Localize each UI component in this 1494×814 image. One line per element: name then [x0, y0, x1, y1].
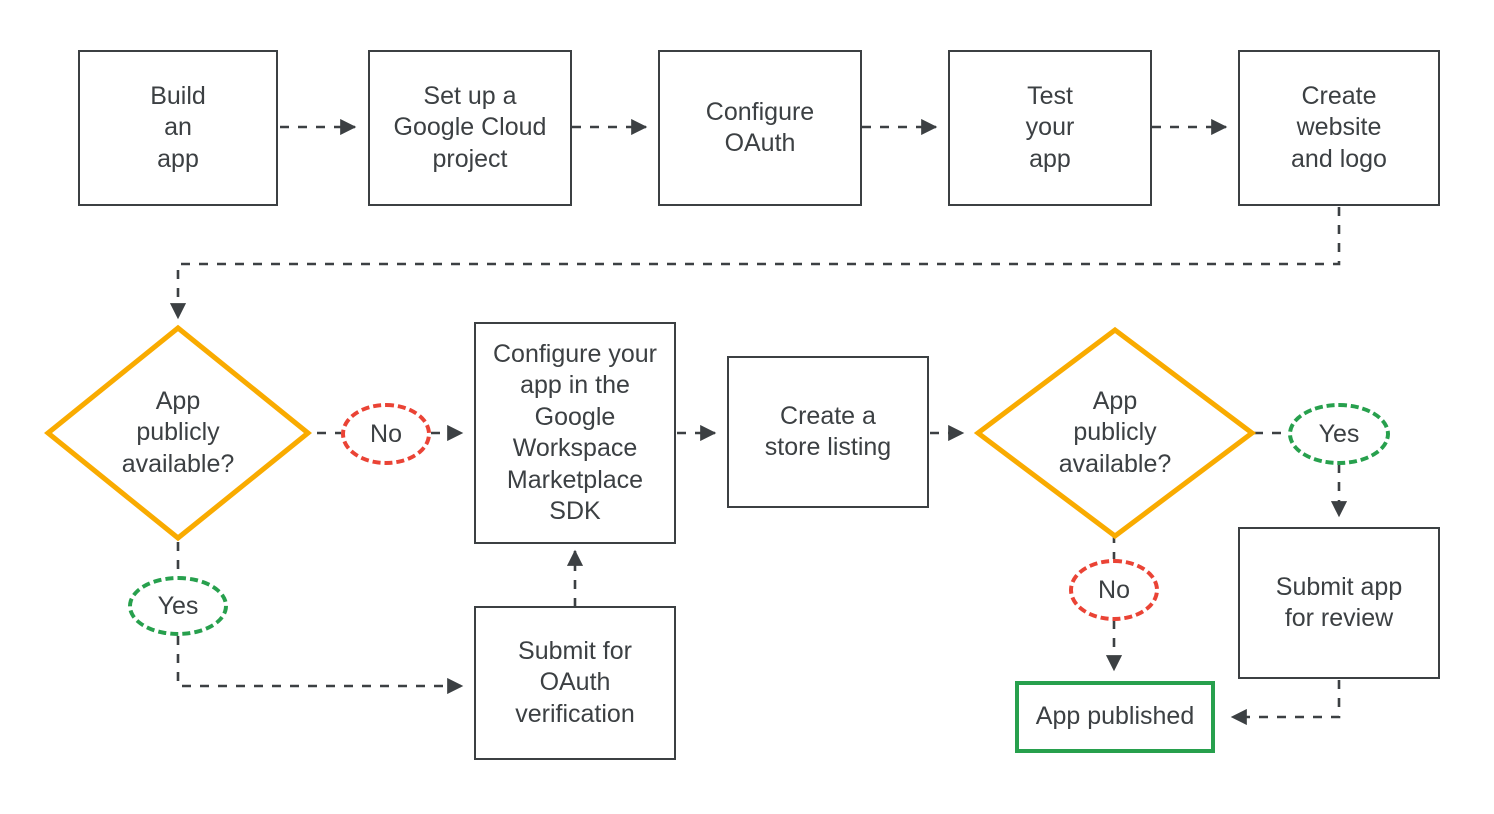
edge-submit-review-to-app-published: [1230, 680, 1341, 726]
node-label: App published: [1035, 702, 1195, 731]
node-label: Set up a Google Cloud project: [393, 81, 547, 173]
node-label: App publicly available?: [121, 386, 235, 478]
node-configure-oauth[interactable]: Configure OAuth: [658, 50, 862, 206]
edge-label-no-2: No: [1069, 559, 1159, 621]
edge-label-text: No: [370, 419, 402, 448]
edge-label-no-1: No: [341, 403, 431, 465]
node-label: Submit for OAuth verification: [515, 636, 635, 728]
node-label: Create a store listing: [764, 401, 892, 462]
node-label: Configure your app in the Google Workspa…: [493, 339, 657, 526]
edge-yes-label-to-submit-oauth: [176, 636, 464, 695]
node-label: Submit app for review: [1275, 572, 1403, 633]
node-submit-app-for-review[interactable]: Submit app for review: [1238, 527, 1440, 679]
node-decision-app-publicly-available-2[interactable]: App publicly available?: [974, 326, 1256, 540]
diamond-shape: [974, 326, 1256, 540]
node-label: Build an app: [150, 81, 206, 173]
node-label: App publicly available?: [1058, 386, 1172, 478]
yes-ellipse: [1288, 403, 1390, 465]
node-configure-app-marketplace-sdk[interactable]: Configure your app in the Google Workspa…: [474, 322, 676, 544]
no-ellipse: [1069, 559, 1159, 621]
edge-label-yes-2: Yes: [1288, 403, 1390, 465]
node-app-published[interactable]: App published: [1015, 681, 1215, 753]
edge-website-to-decision1: [169, 207, 1341, 320]
node-label: Configure OAuth: [705, 97, 815, 158]
edge-label-text: No: [1098, 575, 1130, 604]
node-create-store-listing[interactable]: Create a store listing: [727, 356, 929, 508]
node-label: Create website and logo: [1291, 81, 1387, 173]
node-submit-oauth-verification[interactable]: Submit for OAuth verification: [474, 606, 676, 760]
no-ellipse: [341, 403, 431, 465]
node-decision-app-publicly-available-1[interactable]: App publicly available?: [44, 324, 312, 542]
node-create-website-and-logo[interactable]: Create website and logo: [1238, 50, 1440, 206]
node-test-your-app[interactable]: Test your app: [948, 50, 1152, 206]
edge-label-yes-1: Yes: [128, 576, 228, 636]
node-label: Test your app: [1025, 81, 1075, 173]
yes-ellipse: [128, 576, 228, 636]
node-set-up-google-cloud-project[interactable]: Set up a Google Cloud project: [368, 50, 572, 206]
edge-label-text: Yes: [157, 591, 199, 620]
edge-label-text: Yes: [1318, 419, 1360, 448]
diamond-shape: [44, 324, 312, 542]
node-build-an-app[interactable]: Build an app: [78, 50, 278, 206]
